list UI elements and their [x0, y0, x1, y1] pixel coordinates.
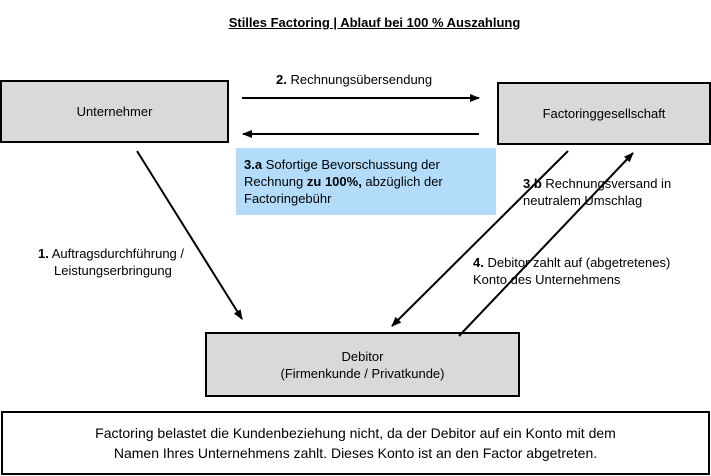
- step3b-label: 3.b Rechnungsversand in neutralem Umschl…: [523, 175, 671, 209]
- arrow-step1: [136, 150, 243, 320]
- step3a-number: 3.a: [244, 157, 263, 172]
- note-line1: Factoring belastet die Kundenbeziehung n…: [95, 425, 616, 441]
- node-factoring-label: Factoringgesellschaft: [542, 106, 666, 121]
- diagram-title: Stilles Factoring | Ablauf bei 100 % Aus…: [228, 15, 521, 30]
- step3a-line2a: Rechnung: [244, 174, 307, 189]
- step3b-line2: neutralem Umschlag: [523, 193, 643, 208]
- step2-number: 2.: [276, 72, 287, 87]
- note-box: Factoring belastet die Kundenbeziehung n…: [1, 411, 710, 475]
- node-unternehmer-label: Unternehmer: [76, 104, 153, 119]
- step4-number: 4.: [473, 255, 484, 270]
- node-debitor-label: Debitor: [341, 348, 384, 364]
- step3a-line2b: abzüglich der: [361, 174, 443, 189]
- step3a-highlight-box: 3.a Sofortige Bevorschussung der Rechnun…: [236, 148, 496, 215]
- step3b-line1: Rechnungsversand in: [545, 176, 672, 191]
- arrow-step4: [458, 152, 634, 337]
- node-factoringgesellschaft: Factoringgesellschaft: [497, 82, 711, 145]
- arrow-step3b: [391, 150, 569, 327]
- step2-text: Rechnungsübersendung: [290, 72, 433, 87]
- step3a-line1: Sofortige Bevorschussung der: [265, 157, 440, 172]
- node-debitor-sublabel: (Firmenkunde / Privatkunde): [280, 365, 445, 381]
- step1-line2: Leistungserbringung: [54, 263, 172, 278]
- step1-number: 1.: [38, 246, 49, 261]
- node-unternehmer: Unternehmer: [0, 80, 229, 143]
- step1-line1: Auftragsdurchführung /: [51, 246, 184, 261]
- step2-label: 2. Rechnungsübersendung: [276, 71, 432, 88]
- step3b-number: 3.b: [523, 176, 542, 191]
- step1-label: 1. Auftragsdurchführung / Leistungserbri…: [38, 245, 184, 279]
- note-line2: Namen Ihres Unternehmens zahlt. Dieses K…: [113, 445, 598, 461]
- step3a-line2-bold: zu 100%,: [306, 174, 362, 189]
- step3a-line3: Factoringebühr: [244, 191, 332, 206]
- node-debitor: Debitor (Firmenkunde / Privatkunde): [205, 332, 520, 397]
